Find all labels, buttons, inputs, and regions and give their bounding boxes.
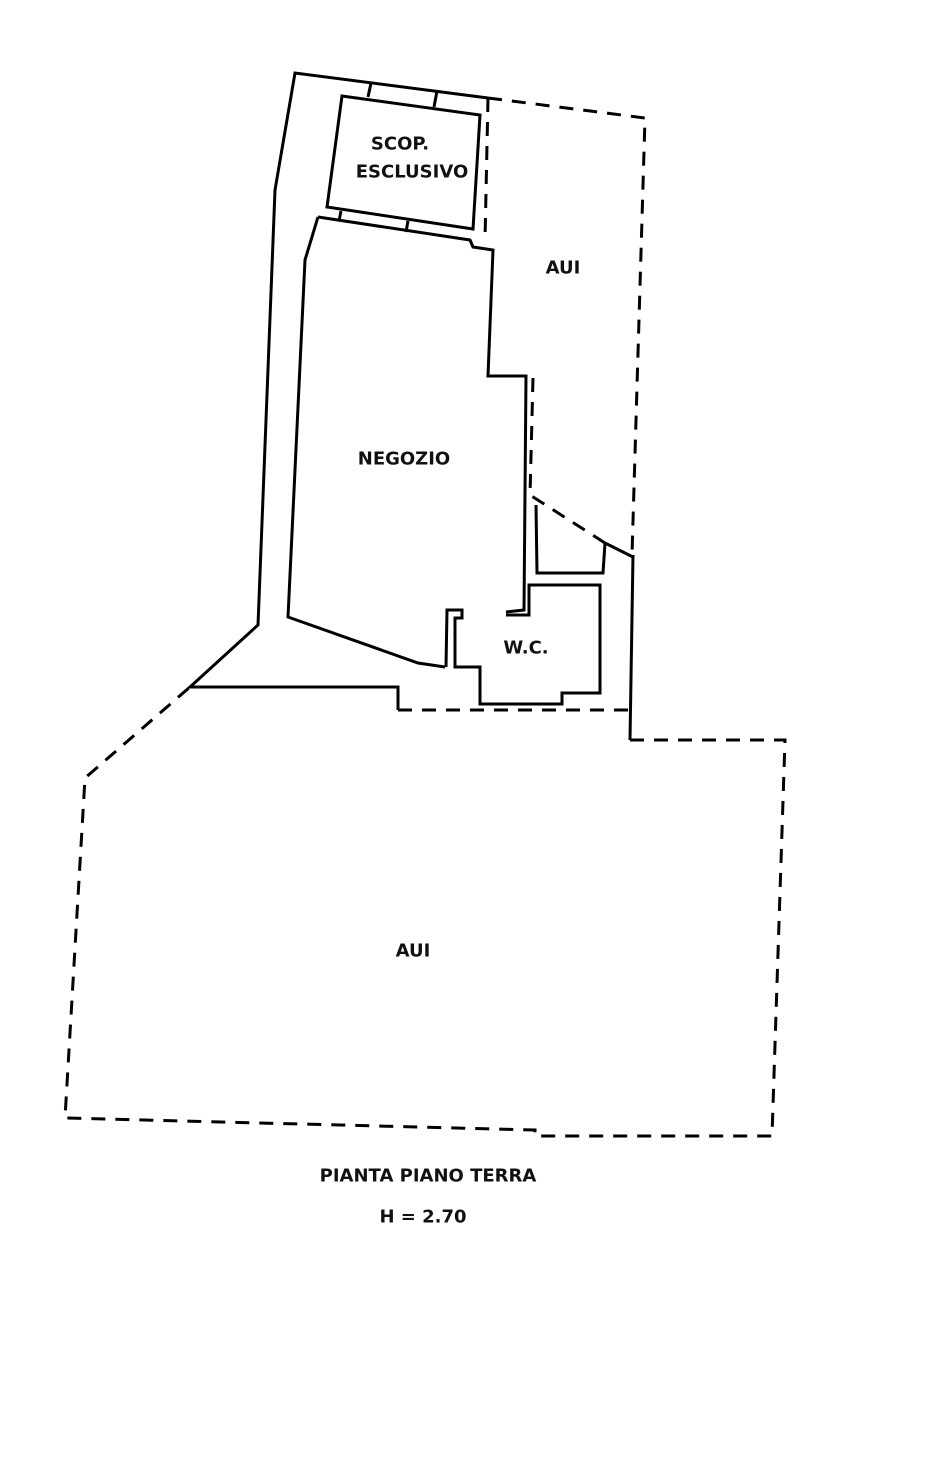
- negozio-left-wall: [286, 216, 446, 669]
- outer-wall: [186, 71, 489, 710]
- aui-left-boundary: [483, 97, 490, 241]
- wall-tick: [432, 90, 439, 108]
- wc-wall: [444, 583, 602, 706]
- wall-tick: [366, 82, 373, 98]
- aui-top-boundary: [487, 96, 647, 556]
- room-label-aui-bottom: AUI: [395, 940, 431, 962]
- room-label-esclusivo: ESCLUSIVO: [355, 161, 469, 183]
- aui-bottom-boundary: [63, 685, 787, 1138]
- small-room-wall: [534, 504, 607, 575]
- diagonal-wall: [604, 541, 634, 559]
- scop-esclusivo-outline: [325, 94, 482, 231]
- room-label-negozio: NEGOZIO: [357, 448, 451, 470]
- negozio-wall: [317, 215, 528, 614]
- room-label-scop: SCOP.: [370, 133, 430, 155]
- plan-title: PIANTA PIANO TERRA: [319, 1165, 537, 1187]
- height-note: H = 2.70: [379, 1206, 467, 1228]
- room-label-aui-top: AUI: [545, 257, 581, 279]
- room-label-wc: W.C.: [503, 637, 549, 659]
- right-wall: [628, 554, 635, 741]
- aui-inner-boundary: [528, 377, 606, 545]
